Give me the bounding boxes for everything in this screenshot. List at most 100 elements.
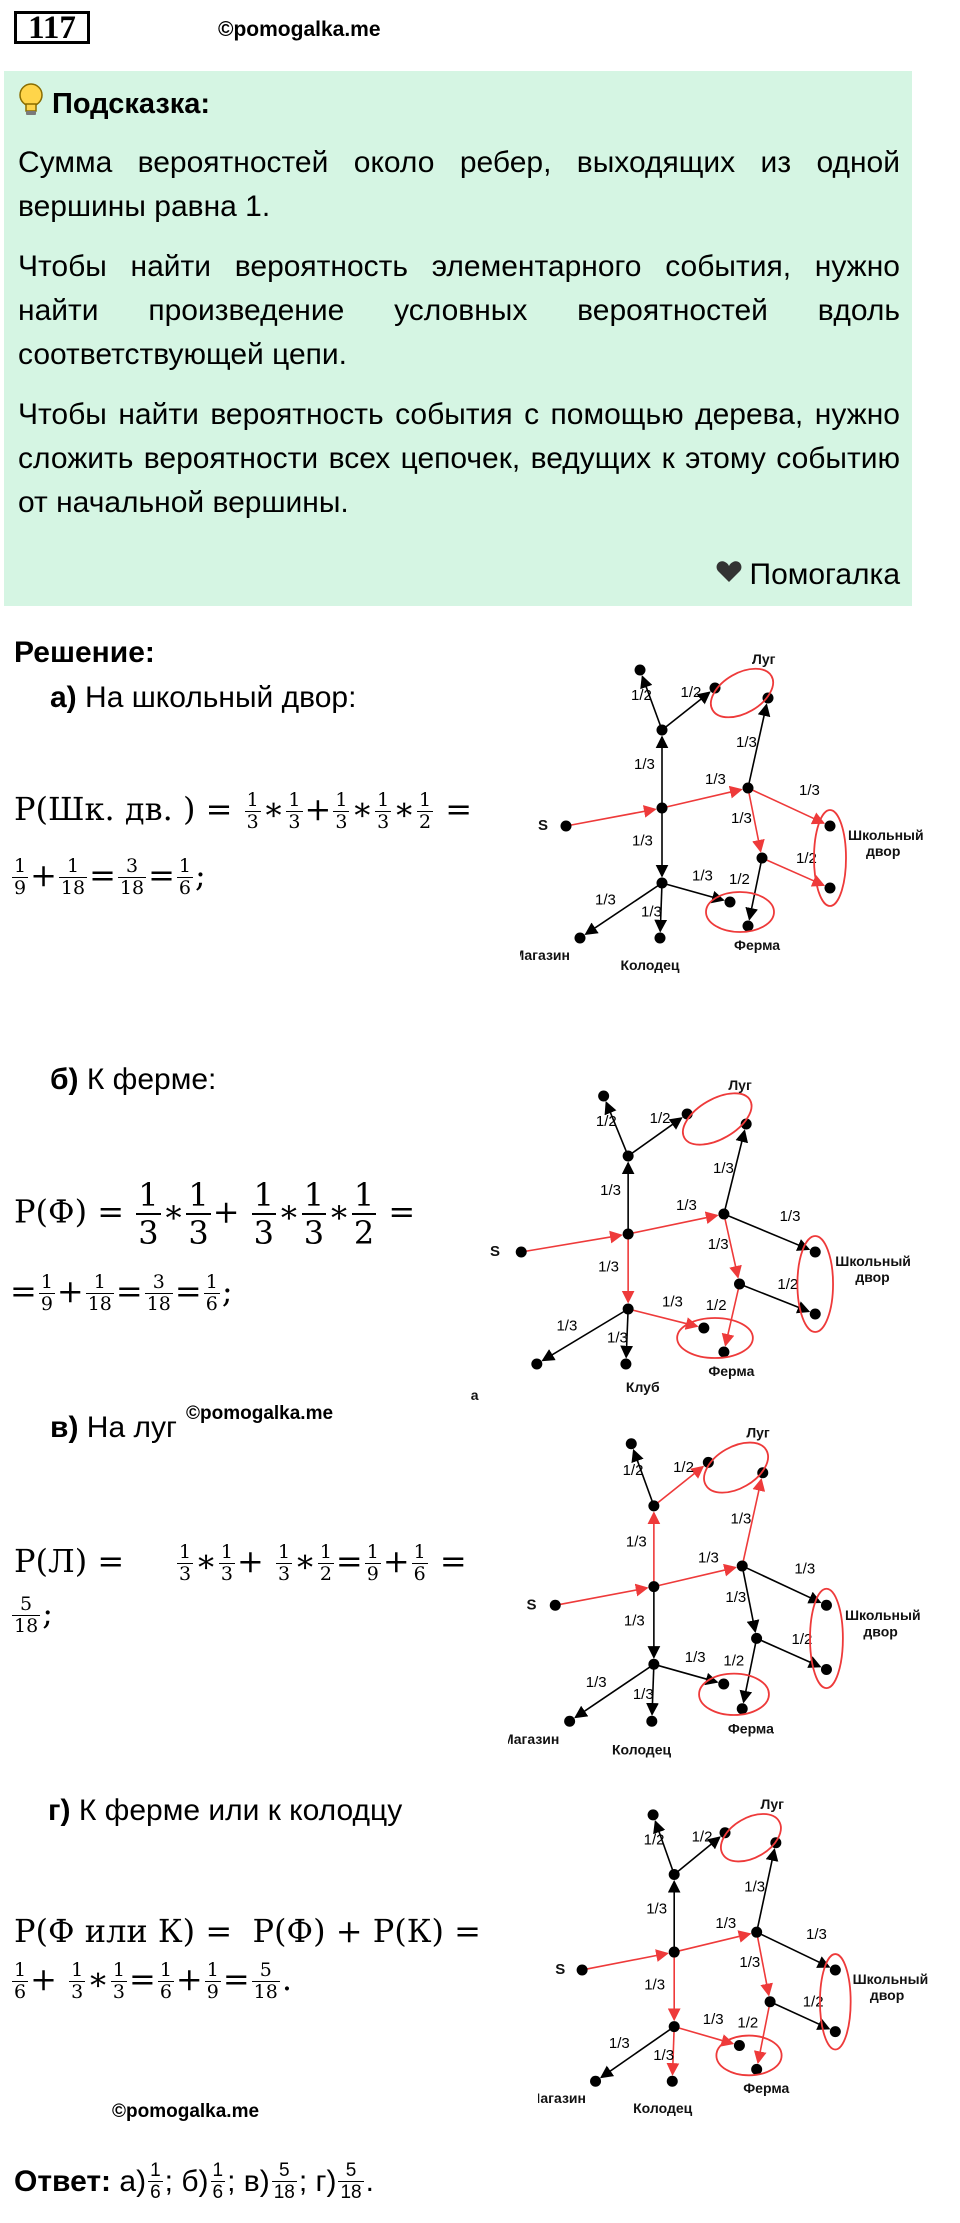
edge-top-tr [627, 1117, 683, 1157]
edge-top-tr [661, 691, 711, 731]
node-sch1 [820, 1599, 832, 1611]
prob-label-m-lug2: 1/3 [736, 734, 757, 751]
part-v-letter: в) [50, 1411, 79, 1444]
node-top [648, 1500, 660, 1512]
part-b-lhs: P(Ф) [14, 1192, 88, 1231]
prob-label-bot-kol: 1/3 [607, 1330, 628, 1347]
prob-label-bot-mag: 1/3 [556, 1318, 577, 1335]
node-sd [751, 1632, 763, 1644]
lug-ellipse [682, 1092, 753, 1146]
prob-label-m-sd: 1/3 [731, 810, 752, 827]
label-ferma: Ферма [743, 2080, 789, 2096]
node-sch2 [829, 2026, 841, 2038]
prob-label-bot-f1: 1/3 [692, 868, 713, 885]
task-number: 117 [14, 11, 90, 45]
prob-label-sd-f2: 1/2 [729, 871, 750, 888]
node-tl [647, 1809, 659, 1821]
part-b-heading: б) К ферме: [50, 1063, 216, 1097]
hint-paragraph-2: Чтобы найти вероятность элементарного со… [18, 250, 900, 371]
school-ellipse [796, 1235, 834, 1333]
edge-bot-f1 [661, 882, 725, 904]
prob-label-bot-mag: 1/3 [609, 2035, 630, 2052]
prob-label-top-tr: 1/2 [673, 1459, 694, 1476]
node-s [560, 820, 572, 832]
node-sch1 [809, 1246, 821, 1258]
prob-label-bot-kol: 1/3 [641, 904, 662, 921]
node-tl [625, 1438, 637, 1450]
part-v-lhs: P(Л) [14, 1542, 88, 1580]
edge-top-tl [653, 1819, 675, 1875]
prob-label-sd-f2: 1/2 [706, 1297, 727, 1314]
answer-g-letter: г) [315, 2164, 337, 2198]
label-school-2: двор [863, 1623, 897, 1639]
hint-footer-text: Помогалка [749, 558, 901, 591]
part-a-lhs: P(Шк. дв. ) [14, 790, 196, 828]
prob-label-m-sch1: 1/3 [794, 1561, 815, 1578]
label-ferma: Ферма [734, 937, 780, 953]
node-sd [756, 852, 768, 864]
ferma-ellipse [676, 1317, 754, 1359]
part-g-mid: P(Ф) + P(К) [252, 1912, 444, 1950]
prob-label-sd-f2: 1/2 [723, 1653, 744, 1670]
node-mag [531, 1358, 543, 1370]
prob-label-bot-kol: 1/3 [653, 2047, 674, 2064]
edge-sd-f2 [745, 857, 763, 921]
node-bot [648, 1658, 660, 1670]
prob-label-top-tl: 1/2 [644, 1832, 665, 1849]
prob-label-a-top: 1/3 [634, 756, 655, 773]
edge-a-m [661, 785, 743, 809]
part-g-heading: г) К ферме или к колодцу [48, 1794, 402, 1828]
node-tl [598, 1090, 610, 1102]
prob-label-bot-f1: 1/3 [685, 1649, 706, 1666]
prob-label-a-m: 1/3 [698, 1549, 719, 1566]
edge-m-sd [723, 1213, 742, 1279]
label-magazin: Магазин [508, 1731, 559, 1747]
node-a [668, 1946, 680, 1958]
edge-sd-sch2 [769, 2001, 831, 2030]
answer-a-letter: а) [119, 2164, 147, 2198]
edge-sd-f2 [721, 1283, 741, 1347]
part-v-label: На луг [86, 1411, 177, 1444]
edge-bot-f1 [673, 2025, 735, 2047]
node-bot [622, 1303, 634, 1315]
prob-label-m-sd: 1/3 [708, 1236, 729, 1253]
label-ma-cut: Ма [470, 1387, 479, 1403]
part-b-label: К ферме: [86, 1063, 217, 1096]
prob-label-a-m: 1/3 [676, 1197, 697, 1214]
prob-label-a-top: 1/3 [626, 1533, 647, 1550]
label-lug: Луг [761, 1796, 785, 1812]
node-kol [654, 932, 666, 944]
brand-watermark: ©pomogalka.me [218, 18, 381, 41]
prob-label-top-tr: 1/2 [692, 1829, 713, 1846]
label-ferma: Ферма [708, 1363, 754, 1379]
hint-title-row: Подсказка: [18, 83, 900, 125]
prob-label-top-tr: 1/2 [650, 1110, 671, 1127]
edge-s-a [521, 1230, 623, 1253]
label-lug: Луг [746, 1425, 770, 1441]
prob-label-top-tr: 1/2 [681, 684, 702, 701]
edge-m-sd [755, 1932, 773, 1997]
edge-m-lug2 [747, 703, 771, 789]
ferma-ellipse [715, 2034, 783, 2077]
node-a [656, 802, 668, 814]
prob-label-a-m: 1/3 [705, 771, 726, 788]
hint-paragraph-3: Чтобы найти вероятность события с помощь… [18, 398, 900, 519]
node-f1 [718, 1678, 730, 1690]
part-v-heading: в) На луг [50, 1411, 177, 1445]
prob-label-m-sch1: 1/3 [806, 1926, 827, 1943]
answer-v-letter: в) [243, 2164, 270, 2198]
edge-bot-kol [646, 1664, 659, 1716]
prob-label-bot-f1: 1/3 [662, 1294, 683, 1311]
label-klub: Клуб [626, 1379, 660, 1395]
edge-bot-mag [541, 1308, 629, 1362]
label-kolodec: Колодец [620, 957, 679, 973]
part-g-formula-line1: P(Ф или К) = P(Ф) + P(К) = [14, 1912, 481, 1950]
edge-sd-sch2 [756, 1637, 822, 1668]
label-school-2: двор [855, 1269, 889, 1285]
prob-label-sd-sch2: 1/2 [803, 1994, 824, 2011]
node-kol [666, 2075, 678, 2087]
